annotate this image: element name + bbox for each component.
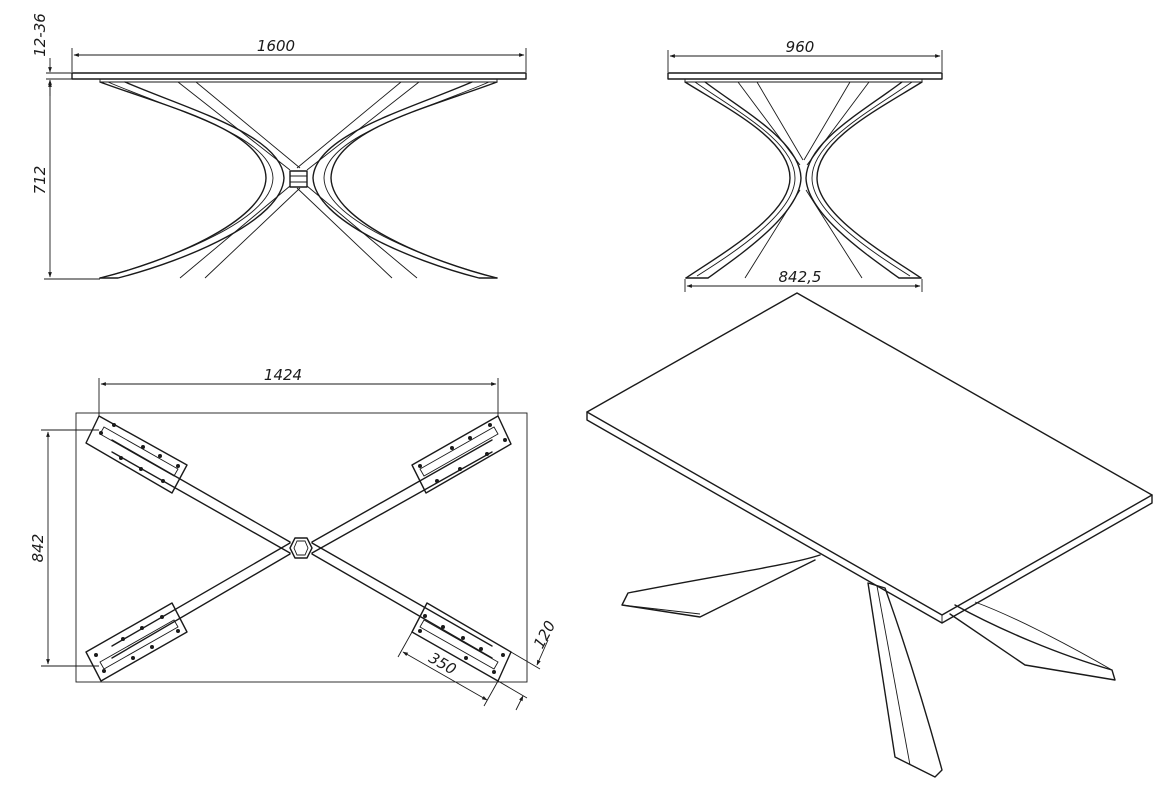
dim-side-width: 960 [786, 38, 815, 56]
dim-leg-span: 842,5 [779, 268, 822, 286]
plan-arm-bottom-right [311, 542, 493, 659]
dim-front-length: 1600 [257, 37, 295, 55]
plan-view: 1424 842 350 120 [29, 366, 559, 711]
plate-bottom-right [411, 602, 512, 682]
front-center-hub [289, 170, 308, 188]
iso-tabletop [586, 292, 1153, 616]
plan-tabletop-outline [75, 412, 528, 683]
plate-bottom-left [85, 602, 188, 682]
dim-top-thickness: 12-36 [31, 13, 49, 57]
plate-top-right [411, 415, 512, 494]
dim-plan-length: 1424 [264, 366, 302, 384]
dim-plan-width: 842 [29, 534, 47, 563]
plan-center-hub [289, 537, 313, 559]
plan-arm-top-right [311, 439, 493, 554]
side-right-leg [816, 81, 923, 279]
front-tabletop [71, 72, 527, 80]
side-tabletop [667, 72, 943, 80]
iso-front-leg [867, 582, 943, 778]
dim-plate-width: 120 [530, 618, 559, 652]
dim-height: 712 [31, 166, 49, 195]
side-left-leg [684, 81, 791, 279]
plan-arm-bottom-left [111, 542, 291, 659]
side-view: 960 842,5 [667, 38, 943, 292]
plan-arm-top-left [111, 439, 291, 554]
isometric-view [586, 292, 1153, 778]
front-view: 1600 12-36 712 [31, 13, 527, 280]
iso-right-leg [949, 604, 1116, 681]
iso-left-leg [621, 554, 821, 618]
plate-top-left [85, 415, 188, 494]
